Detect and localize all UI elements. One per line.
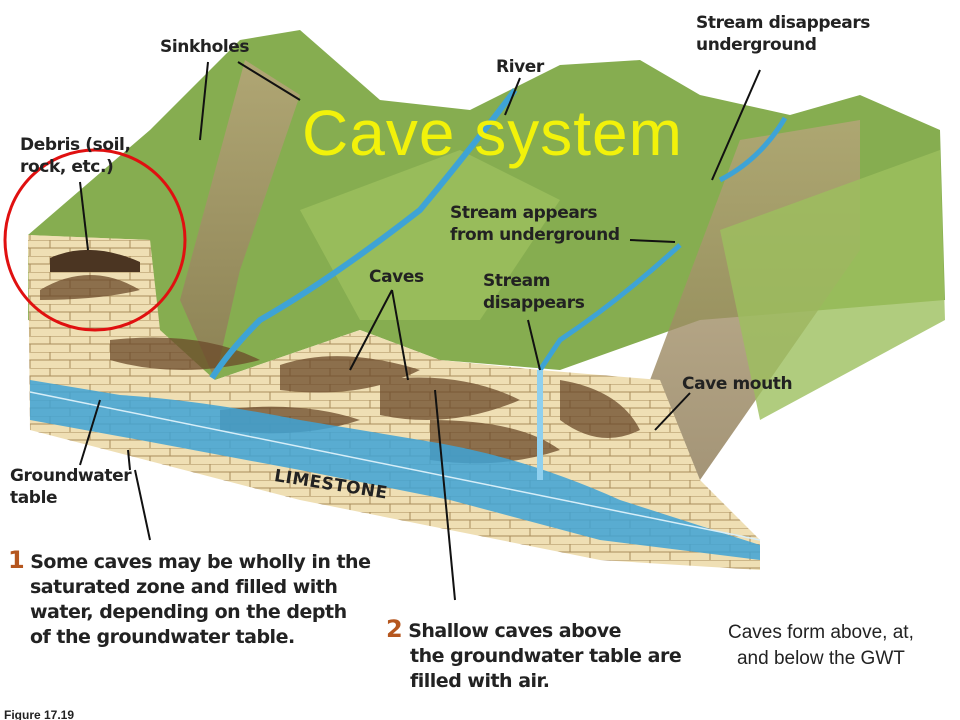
river (209, 88, 518, 380)
label-line: Groundwater (10, 466, 132, 486)
note-line: and below the GWT (736, 648, 905, 669)
label-sinkholes: Sinkholes (160, 37, 250, 57)
caption-line: of the groundwater table. (30, 626, 295, 648)
caption-number: 1 (8, 546, 25, 574)
label-stream-disappears-underground: Stream disappears underground (696, 12, 870, 56)
label-line: table (10, 488, 58, 508)
label-cave-mouth: Cave mouth (682, 374, 793, 394)
caption-line: the groundwater table are (410, 645, 682, 667)
label-line: underground (696, 35, 817, 55)
grass-patches (300, 150, 945, 420)
label-line: from underground (450, 225, 620, 245)
label-line: rock, etc.) (20, 157, 114, 177)
caption-line: filled with air. (410, 670, 550, 692)
label-stream-disappears: Stream disappears (483, 270, 585, 314)
caption-line: water, depending on the depth (30, 601, 347, 623)
groundwater-table-line (29, 391, 761, 541)
label-line: Stream appears (450, 203, 598, 223)
stream (537, 116, 788, 372)
caption-text: Shallow caves above (408, 620, 622, 642)
caption-number: 2 (386, 615, 403, 643)
caption-line: saturated zone and filled with (30, 576, 338, 598)
label-line: disappears (483, 293, 585, 313)
label-groundwater-table: Groundwater table (10, 465, 132, 509)
note: Caves form above, at, and below the GWT (728, 620, 914, 672)
note-line: Caves form above, at, (728, 622, 914, 643)
leader-lines (79, 61, 761, 601)
label-line: Stream disappears (696, 13, 871, 33)
cliff-face-left (180, 60, 300, 380)
groundwater (30, 380, 760, 560)
debris-pile (50, 249, 140, 272)
label-river: River (496, 57, 544, 77)
label-caves: Caves (369, 267, 424, 287)
cave-voids (40, 275, 640, 464)
figure-label: Figure 17.19 (4, 708, 75, 720)
label-line: Stream (483, 271, 551, 291)
label-debris: Debris (soil, rock, etc.) (20, 134, 131, 178)
caption-text: Some caves may be wholly in the (30, 551, 371, 573)
highlight-circle (3, 148, 187, 332)
slide-title: Cave system (302, 97, 683, 169)
label-line: Debris (soil, (20, 135, 131, 155)
label-stream-appears: Stream appears from underground (450, 202, 620, 246)
